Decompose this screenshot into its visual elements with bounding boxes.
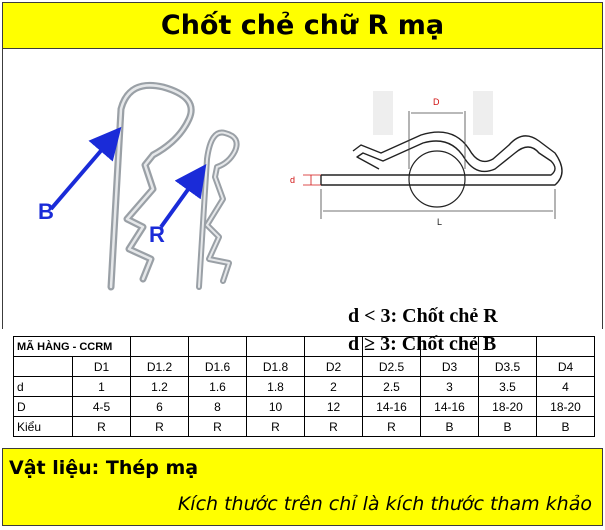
row-label: D xyxy=(13,396,73,417)
row-label: Kiểu xyxy=(13,416,73,437)
title-bar: Chốt chẻ chữ R mạ xyxy=(2,2,603,49)
spec-table: MÃ HÀNG - CCRM D1 D1.2 D1.6 D1.8 D2 D2.5… xyxy=(13,336,595,437)
small-pin-image xyxy=(196,129,240,290)
table-cell: 4-5 xyxy=(72,396,131,417)
table-header-row: MÃ HÀNG - CCRM xyxy=(13,336,595,357)
table-cell: B xyxy=(420,416,479,437)
table-cell: 3 xyxy=(420,376,479,397)
diagram-label-L: L xyxy=(437,217,442,227)
table-cell: 1 xyxy=(72,376,131,397)
column-header: D2.5 xyxy=(362,356,421,377)
table-cell: R xyxy=(72,416,131,437)
column-header: D3 xyxy=(420,356,479,377)
table-cell: 1.2 xyxy=(130,376,189,397)
row-label: d xyxy=(13,376,73,397)
page-title: Chốt chẻ chữ R mạ xyxy=(160,10,445,41)
column-header: D1.8 xyxy=(246,356,305,377)
column-header: D3.5 xyxy=(478,356,537,377)
table-cell: 10 xyxy=(246,396,305,417)
column-header: D2 xyxy=(304,356,363,377)
column-header: D1.2 xyxy=(130,356,189,377)
table-cell: 18-20 xyxy=(478,396,537,417)
table-row: Kiểu R R R R R R B B B xyxy=(13,416,595,437)
table-cell: 3.5 xyxy=(478,376,537,397)
table-cell: 2 xyxy=(304,376,363,397)
table-cell: B xyxy=(478,416,537,437)
label-b: B xyxy=(38,199,54,224)
table-header-label: MÃ HÀNG - CCRM xyxy=(13,336,131,357)
footer: Vật liệu: Thép mạ Kích thước trên chỉ là… xyxy=(2,448,603,526)
illustration: B R D d xyxy=(38,81,563,291)
table-cell: R xyxy=(130,416,189,437)
column-header: D1.6 xyxy=(188,356,247,377)
table-cell: R xyxy=(304,416,363,437)
table-cell: 6 xyxy=(130,396,189,417)
diagram-label-d: d xyxy=(290,175,295,185)
table-cell: 18-20 xyxy=(536,396,595,417)
table-cell: 4 xyxy=(536,376,595,397)
label-r: R xyxy=(149,222,165,247)
table-cell: 12 xyxy=(304,396,363,417)
column-header: D4 xyxy=(536,356,595,377)
arrow-b-icon xyxy=(49,126,122,211)
reference-note: Kích thước trên chỉ là kích thước tham k… xyxy=(177,493,592,515)
table-cell: R xyxy=(362,416,421,437)
table-cell: 1.8 xyxy=(246,376,305,397)
table-cell: 14-16 xyxy=(420,396,479,417)
diagram-label-D: D xyxy=(433,97,440,107)
rule-line-r: d < 3: Chốt chẻ R xyxy=(348,305,498,327)
table-row: D1 D1.2 D1.6 D1.8 D2 D2.5 D3 D3.5 D4 xyxy=(13,356,595,377)
table-cell: 14-16 xyxy=(362,396,421,417)
arrow-r-icon xyxy=(159,164,207,229)
table-cell: B xyxy=(536,416,595,437)
technical-diagram: D d L xyxy=(290,91,563,227)
table-cell: R xyxy=(188,416,247,437)
big-pin-image xyxy=(107,81,195,291)
table-cell: 2.5 xyxy=(362,376,421,397)
table-cell: 1.6 xyxy=(188,376,247,397)
material-text: Vật liệu: Thép mạ xyxy=(9,457,199,479)
column-header: D1 xyxy=(72,356,131,377)
table-row: d 1 1.2 1.6 1.8 2 2.5 3 3.5 4 xyxy=(13,376,595,397)
table-cell: R xyxy=(246,416,305,437)
image-area: B R D d xyxy=(2,49,603,355)
table-cell: 8 xyxy=(188,396,247,417)
table-row: D 4-5 6 8 10 12 14-16 14-16 18-20 18-20 xyxy=(13,396,595,417)
